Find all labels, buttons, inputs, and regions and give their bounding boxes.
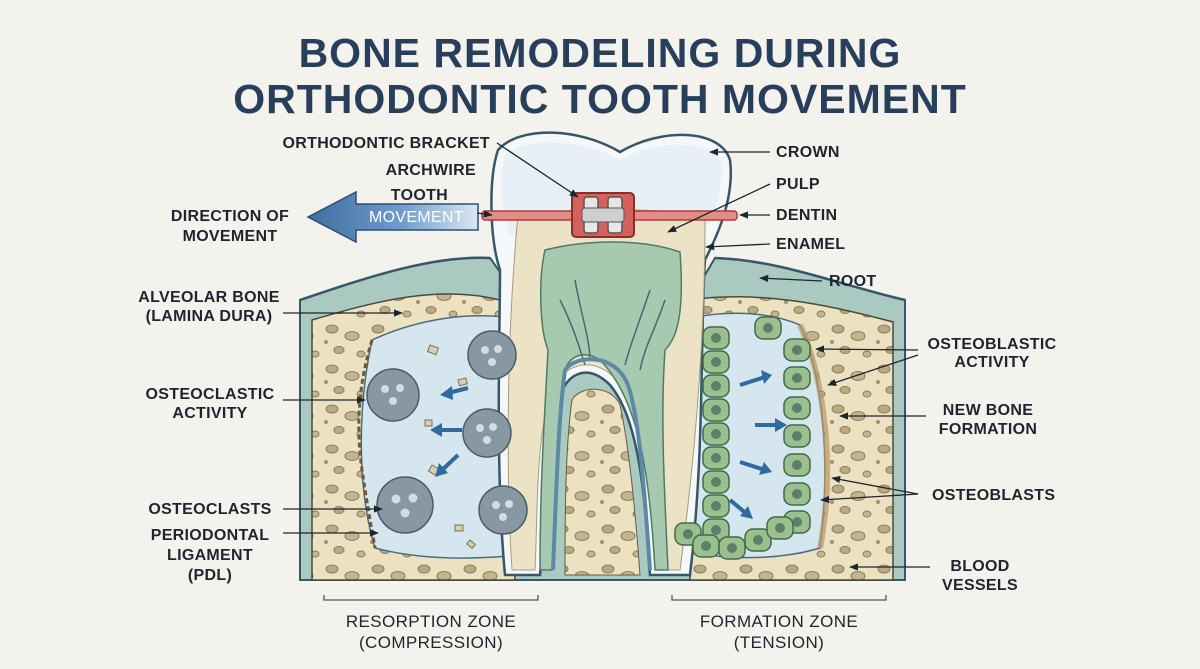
label-dentin: DENTIN xyxy=(776,207,838,224)
osteoblast-nucleus xyxy=(753,535,763,545)
label-direction-line-1: DIRECTION OF xyxy=(170,208,290,225)
label-osteoclastic-line-1: OSTEOCLASTIC xyxy=(145,386,275,403)
osteoblast-nucleus xyxy=(701,541,711,551)
osteoblast-nucleus xyxy=(727,543,737,553)
label-blood-vessels-line-2: VESSELS xyxy=(942,577,1018,594)
osteoclasts-group xyxy=(366,330,528,535)
label-crown: CROWN xyxy=(776,144,840,161)
label-osteoblasts: OSTEOBLASTS xyxy=(932,487,1056,504)
osteoblast-nucleus xyxy=(711,453,721,463)
label-pulp: PULP xyxy=(776,176,820,193)
osteoblast-nucleus xyxy=(711,357,721,367)
label-arrow-movement: MOVEMENT xyxy=(369,209,464,226)
osteoblast-nucleus xyxy=(683,529,693,539)
label-osteoblastic-line-2: ACTIVITY xyxy=(954,354,1030,371)
title-line-2: ORTHODONTIC TOOTH MOVEMENT xyxy=(233,76,967,122)
osteoblast-nucleus xyxy=(792,460,802,470)
label-archwire: ARCHWIRE xyxy=(385,162,476,179)
orthodontic-bracket xyxy=(571,192,635,238)
label-orthodontic-bracket: ORTHODONTIC BRACKET xyxy=(282,135,490,152)
label-osteoclastic-line-2: ACTIVITY xyxy=(172,405,248,422)
osteoblast-nucleus xyxy=(711,333,721,343)
osteoblast-nucleus xyxy=(775,523,785,533)
label-alveolar-bone-line-2: (LAMINA DURA) xyxy=(145,308,273,325)
label-enamel: ENAMEL xyxy=(776,236,846,253)
osteoblast-nucleus xyxy=(711,381,721,391)
osteoblast-nucleus xyxy=(711,525,721,535)
direction-arrow xyxy=(306,190,479,244)
label-osteoblastic-line-1: OSTEOBLASTIC xyxy=(927,336,1057,353)
osteoblast-nucleus xyxy=(711,405,721,415)
osteoblast-nucleus xyxy=(792,431,802,441)
osteoblast-nucleus xyxy=(792,489,802,499)
osteoblast-nucleus xyxy=(711,477,721,487)
zone-formation-line-2: (TENSION) xyxy=(733,633,825,652)
label-alveolar-bone-line-1: ALVEOLAR BONE xyxy=(138,289,280,306)
label-pdl-line-3: (PDL) xyxy=(187,567,233,584)
label-pdl-line-1: PERIODONTAL xyxy=(150,527,270,544)
label-new-bone-line-2: FORMATION xyxy=(938,421,1038,438)
zone-formation-line-1: FORMATION ZONE xyxy=(699,612,859,631)
label-pdl-line-2: LIGAMENT xyxy=(167,547,253,564)
label-tooth: TOOTH xyxy=(390,187,448,204)
label-direction-line-2: MOVEMENT xyxy=(182,228,278,245)
title-line-1: BONE REMODELING DURING xyxy=(298,30,902,76)
osteoblast-nucleus xyxy=(711,501,721,511)
osteoblast-nucleus xyxy=(763,323,773,333)
zone-resorption-line-2: (COMPRESSION) xyxy=(358,633,504,652)
osteoblast-nucleus xyxy=(792,373,802,383)
label-blood-vessels-line-1: BLOOD xyxy=(950,558,1010,575)
osteoblast-nucleus xyxy=(711,429,721,439)
osteoblast-nucleus xyxy=(792,345,802,355)
label-osteoclasts: OSTEOCLASTS xyxy=(148,501,272,518)
label-new-bone-line-1: NEW BONE xyxy=(942,402,1034,419)
pulp xyxy=(539,241,683,571)
zone-resorption-line-1: RESORPTION ZONE xyxy=(345,612,517,631)
label-root: ROOT xyxy=(829,273,877,290)
osteoblast-nucleus xyxy=(792,517,802,527)
osteoblast-nucleus xyxy=(792,403,802,413)
